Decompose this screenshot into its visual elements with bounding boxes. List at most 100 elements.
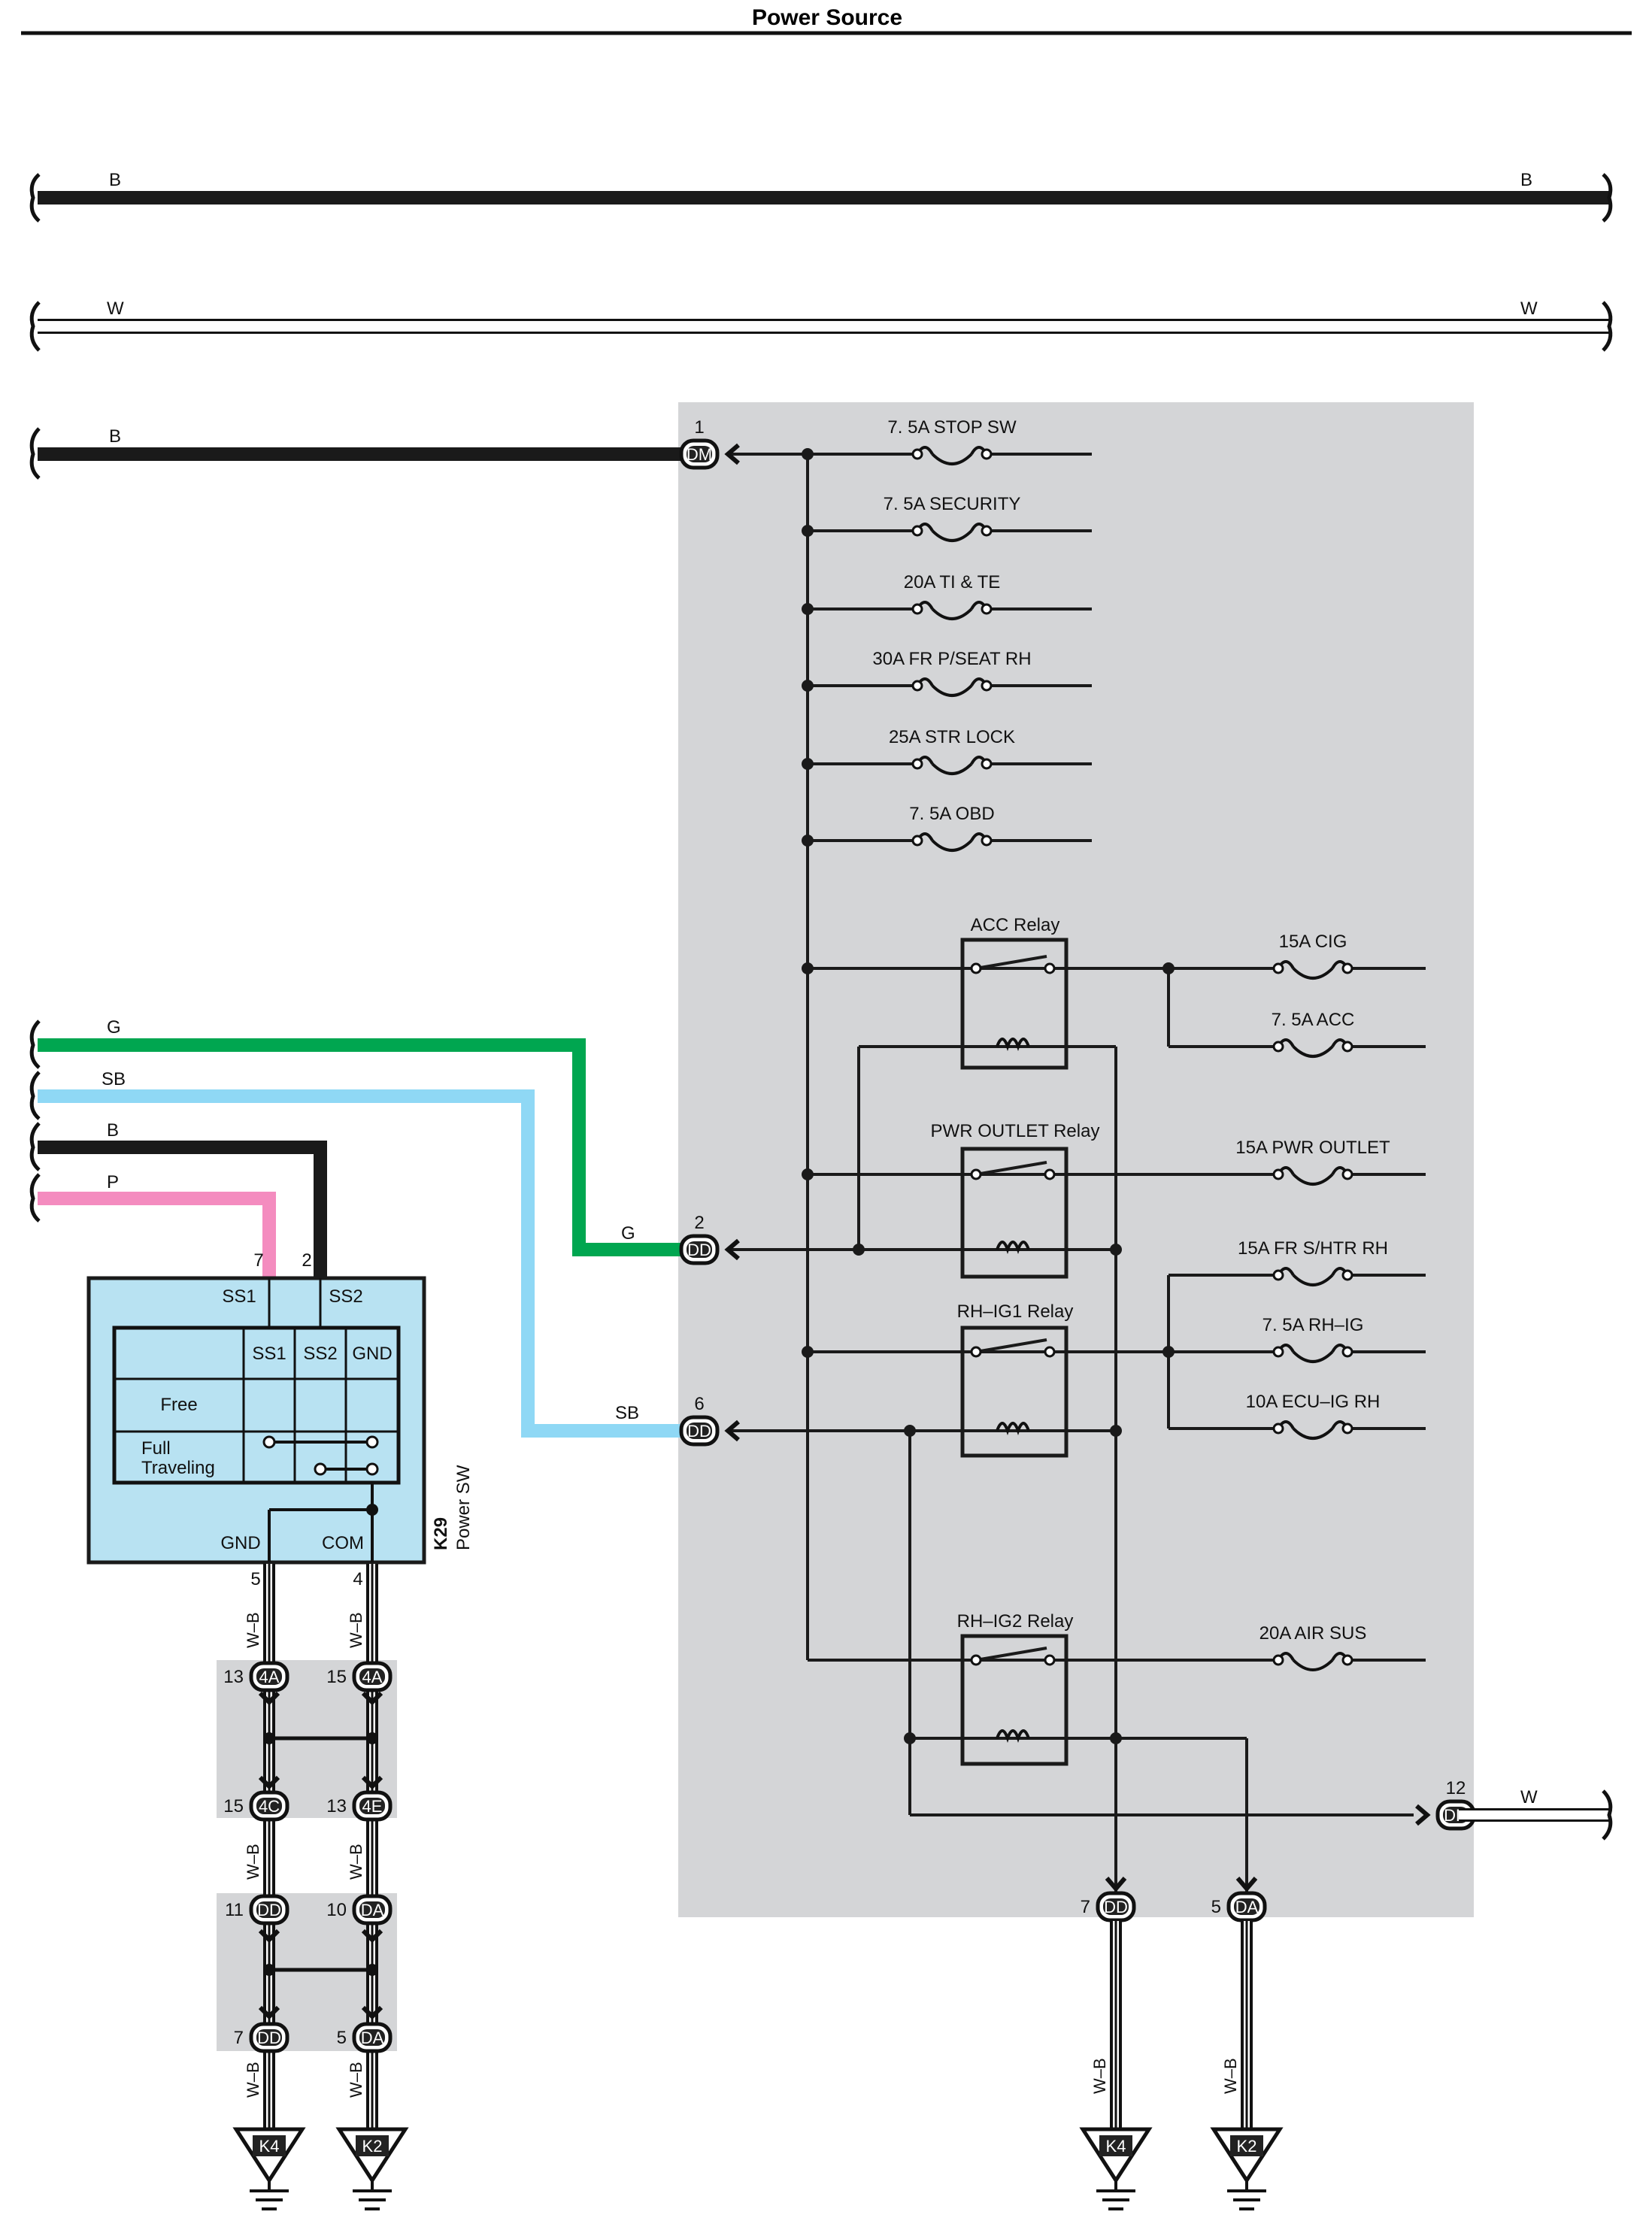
splice-c-left: DD 11	[225, 1894, 289, 1925]
splice-c-right-code: DA	[361, 1901, 384, 1919]
bus-wire-w: W W	[29, 298, 1613, 352]
wire-b-switch: B	[29, 1120, 327, 1278]
fuse-label: 7. 5A ACC	[1272, 1010, 1355, 1030]
wb-label-l1: W–B	[244, 1612, 262, 1648]
splice-c-right-pin: 10	[326, 1900, 347, 1920]
fuse-label: 7. 5A STOP SW	[887, 417, 1017, 438]
switch-col-ss1: SS1	[252, 1344, 286, 1364]
connector-da5-bottom: DA 5	[1211, 1891, 1267, 1922]
switch-pin-ss2: 2	[302, 1250, 311, 1271]
switch-pin-com: 4	[353, 1569, 362, 1589]
rh-ig2-relay-label: RH–IG2 Relay	[957, 1611, 1074, 1632]
ground-wires-right: W–B W–B	[1090, 1921, 1253, 2128]
fuse: 7. 5A OBD	[909, 804, 995, 852]
fuse: 15A FR S/HTR RH	[1238, 1238, 1388, 1286]
splice-b-left-code: 4C	[259, 1797, 280, 1816]
splice-b-left-pin: 15	[223, 1796, 244, 1816]
switch-gnd-label: GND	[220, 1533, 260, 1553]
switch-com-label: COM	[322, 1533, 364, 1553]
wire-sb: SB SB	[29, 1069, 683, 1438]
wire-sb-label: SB	[102, 1069, 126, 1089]
wb-label-l2: W–B	[347, 1612, 365, 1648]
fuse-label: 15A PWR OUTLET	[1235, 1138, 1390, 1158]
ground-code: K4	[259, 2137, 280, 2156]
acc-relay: ACC Relay	[960, 915, 1068, 1070]
fuse: 7. 5A SECURITY	[884, 494, 1021, 542]
fuse-label: 7. 5A SECURITY	[884, 494, 1021, 514]
wb-label-r1: W–B	[1090, 2058, 1109, 2094]
fuse: 25A STR LOCK	[889, 727, 1015, 775]
junction-dots	[802, 448, 1175, 1744]
switch-pin-ss1: 7	[253, 1250, 263, 1271]
wire-w-dd12: W	[1459, 1787, 1613, 1841]
splice-a-left-pin: 13	[223, 1667, 244, 1687]
fuse: 15A PWR OUTLET	[1235, 1138, 1390, 1186]
splice-b-right-code: 4E	[362, 1797, 383, 1816]
connector-dd6-code: DD	[687, 1422, 711, 1441]
connector-dd7-bottom: DD 7	[1081, 1891, 1136, 1922]
bus-wire-b-label-left: B	[109, 170, 121, 190]
ground-symbol: K4	[232, 2127, 306, 2210]
fuse: 20A TI & TE	[904, 572, 1000, 620]
fuse: 10A ECU–IG RH	[1246, 1392, 1381, 1440]
splice-a-right-code: 4A	[362, 1668, 383, 1686]
wb-label-l4: W–B	[347, 1844, 365, 1880]
connector-dd6: DD6	[679, 1394, 720, 1447]
connector-dd12-pin: 12	[1446, 1778, 1466, 1798]
splice-d-left: DD7	[234, 2022, 289, 2053]
fuse: 30A FR P/SEAT RH	[872, 649, 1032, 697]
splice-d-right: DA 5	[337, 2022, 393, 2053]
switch-row-free: Free	[160, 1395, 197, 1415]
fuse: 20A AIR SUS	[1259, 1623, 1366, 1671]
fuse: 7. 5A RH–IG	[1262, 1315, 1364, 1363]
ground-symbol: K2	[1210, 2127, 1284, 2210]
pwr-outlet-relay-label: PWR OUTLET Relay	[931, 1121, 1100, 1141]
connector-dd2-pin: 2	[694, 1213, 704, 1233]
bus-wire-b: B B	[29, 170, 1613, 223]
splice-d-right-code: DA	[361, 2028, 384, 2047]
switch-top-ss1: SS1	[222, 1286, 256, 1307]
switch-pin-gnd: 5	[250, 1569, 260, 1589]
wire-b-switch-label: B	[107, 1120, 119, 1141]
fuse-label: 7. 5A RH–IG	[1262, 1315, 1364, 1335]
splice-c-left-pin: 11	[225, 1900, 244, 1920]
wire-sb-label-dd6: SB	[615, 1403, 639, 1423]
connector-dd2: DD 2	[679, 1213, 720, 1265]
connector-da5-bottom-pin: 5	[1211, 1897, 1221, 1917]
splice-c-left-code: DD	[257, 1901, 281, 1919]
connector-dd2-code: DD	[687, 1241, 711, 1259]
switch-row-full-1: Full	[141, 1438, 171, 1459]
ground-symbol: K2	[335, 2127, 409, 2210]
splice-b-left: 4C 15	[223, 1790, 289, 1822]
connector-dd7-bottom-code: DD	[1104, 1898, 1128, 1916]
ground-code: K4	[1106, 2137, 1126, 2156]
splice-d-right-pin: 5	[337, 2028, 347, 2048]
wire-b-main: B	[29, 426, 683, 480]
switch-top-ss2: SS2	[329, 1286, 362, 1307]
connector-dm1-pin: 1	[694, 417, 704, 438]
pwr-outlet-relay: PWR OUTLET Relay	[931, 1121, 1100, 1279]
bus-wire-w-label-right: W	[1520, 298, 1538, 319]
fuse: 7. 5A ACC	[1272, 1010, 1355, 1058]
connector-dd7-bottom-pin: 7	[1081, 1897, 1090, 1917]
splice-b-right-pin: 13	[326, 1796, 347, 1816]
fuse-label: 30A FR P/SEAT RH	[872, 649, 1031, 669]
switch-name: Power SW	[453, 1465, 474, 1550]
connector-dm1-code: DM	[687, 445, 712, 464]
fuse-layer: 7. 5A STOP SW 7. 5A SECURITY 20A TI & TE 30…	[872, 417, 1390, 1671]
power-switch: SS1 SS2 7 2 SS1 SS2 GND Free Full Travel…	[86, 1250, 474, 1589]
connector-da5-bottom-code: DA	[1235, 1898, 1259, 1916]
fuse-label: 25A STR LOCK	[889, 727, 1015, 747]
page-title: Power Source	[752, 5, 902, 30]
fuse-label: 10A ECU–IG RH	[1246, 1392, 1381, 1412]
switch-id: K29	[431, 1517, 451, 1550]
wire-g-label: G	[107, 1017, 121, 1038]
acc-relay-label: ACC Relay	[971, 915, 1060, 935]
switch-row-full-2: Traveling	[141, 1458, 215, 1478]
splice-b-right: 4E 13	[326, 1790, 393, 1822]
bus-wire-w-label-left: W	[107, 298, 124, 319]
